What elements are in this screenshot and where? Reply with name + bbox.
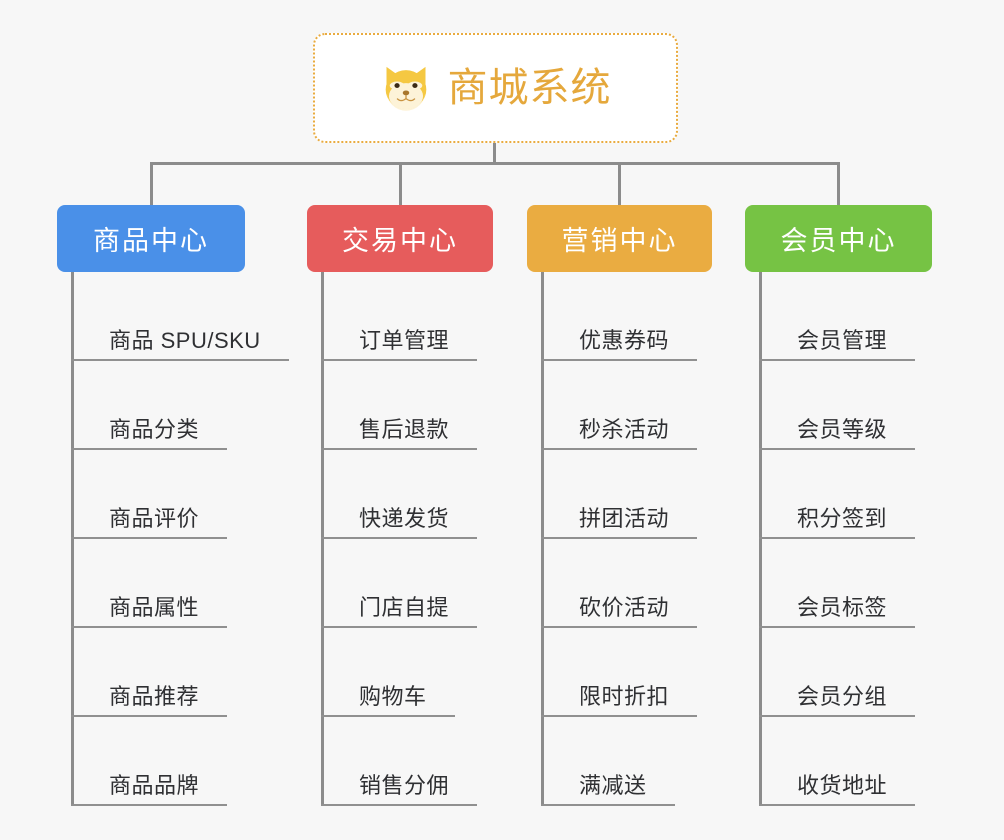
connector-drop-4 <box>837 162 840 206</box>
leaf-item[interactable]: 会员管理 <box>745 272 932 361</box>
leaf-label: 门店自提 <box>359 594 450 620</box>
leaf-underline: 会员管理 <box>759 327 916 361</box>
leaf-spine-3 <box>541 272 544 806</box>
leaf-label: 商品 SPU/SKU <box>109 327 261 353</box>
leaf-label: 销售分佣 <box>359 772 450 798</box>
branch-header-1[interactable]: 商品中心 <box>57 205 245 272</box>
leaf-underline: 积分签到 <box>759 505 916 539</box>
leaf-underline: 商品 SPU/SKU <box>71 327 289 361</box>
leaf-item[interactable]: 商品 SPU/SKU <box>57 272 289 361</box>
leaf-item[interactable]: 商品推荐 <box>57 628 245 717</box>
leaf-item[interactable]: 售后退款 <box>307 361 493 450</box>
leaf-underline: 会员分组 <box>759 683 916 717</box>
connector-trunk <box>493 143 496 165</box>
leaf-list-1: 商品 SPU/SKU 商品分类商品评价商品属性商品推荐商品品牌 <box>57 272 289 806</box>
leaf-underline: 销售分佣 <box>321 772 478 806</box>
leaf-spine-2 <box>321 272 324 806</box>
leaf-underline: 会员标签 <box>759 594 916 628</box>
leaf-item[interactable]: 会员分组 <box>745 628 932 717</box>
branch-header-3[interactable]: 营销中心 <box>527 205 712 272</box>
leaf-item[interactable]: 砍价活动 <box>527 539 712 628</box>
leaf-item[interactable]: 快递发货 <box>307 450 493 539</box>
leaf-label: 商品分类 <box>109 416 200 442</box>
leaf-underline: 门店自提 <box>321 594 478 628</box>
leaf-label: 收货地址 <box>797 772 888 798</box>
leaf-list-3: 优惠券码秒杀活动拼团活动砍价活动限时折扣满减送 <box>527 272 712 806</box>
branch-column-1: 商品中心商品 SPU/SKU 商品分类商品评价商品属性商品推荐商品品牌 <box>57 205 289 806</box>
connector-drop-1 <box>150 162 153 206</box>
leaf-label: 优惠券码 <box>579 327 670 353</box>
leaf-underline: 商品分类 <box>71 416 228 450</box>
leaf-label: 秒杀活动 <box>579 416 670 442</box>
leaf-underline: 秒杀活动 <box>541 416 698 450</box>
leaf-label: 拼团活动 <box>579 505 670 531</box>
leaf-item[interactable]: 秒杀活动 <box>527 361 712 450</box>
leaf-underline: 满减送 <box>541 772 675 806</box>
leaf-item[interactable]: 满减送 <box>527 717 712 806</box>
leaf-underline: 商品推荐 <box>71 683 228 717</box>
connector-drop-3 <box>618 162 621 206</box>
leaf-label: 售后退款 <box>359 416 450 442</box>
leaf-item[interactable]: 门店自提 <box>307 539 493 628</box>
leaf-list-2: 订单管理售后退款快递发货门店自提购物车销售分佣 <box>307 272 493 806</box>
leaf-underline: 商品评价 <box>71 505 228 539</box>
leaf-item[interactable]: 商品品牌 <box>57 717 245 806</box>
leaf-list-4: 会员管理会员等级积分签到会员标签会员分组收货地址 <box>745 272 932 806</box>
leaf-label: 商品属性 <box>109 594 200 620</box>
leaf-label: 会员管理 <box>797 327 888 353</box>
leaf-label: 满减送 <box>579 772 647 798</box>
leaf-underline: 商品属性 <box>71 594 228 628</box>
leaf-item[interactable]: 订单管理 <box>307 272 493 361</box>
leaf-label: 积分签到 <box>797 505 888 531</box>
leaf-label: 商品品牌 <box>109 772 200 798</box>
leaf-label: 砍价活动 <box>579 594 670 620</box>
leaf-underline: 砍价活动 <box>541 594 698 628</box>
branch-column-2: 交易中心订单管理售后退款快递发货门店自提购物车销售分佣 <box>307 205 493 806</box>
leaf-item[interactable]: 购物车 <box>307 628 493 717</box>
leaf-item[interactable]: 商品分类 <box>57 361 245 450</box>
leaf-label: 限时折扣 <box>579 683 670 709</box>
leaf-underline: 售后退款 <box>321 416 478 450</box>
branch-header-2[interactable]: 交易中心 <box>307 205 493 272</box>
dog-face-icon <box>385 66 426 111</box>
leaf-underline: 购物车 <box>321 683 455 717</box>
leaf-underline: 订单管理 <box>321 327 478 361</box>
leaf-underline: 会员等级 <box>759 416 916 450</box>
leaf-item[interactable]: 优惠券码 <box>527 272 712 361</box>
leaf-label: 会员标签 <box>797 594 888 620</box>
leaf-item[interactable]: 商品属性 <box>57 539 245 628</box>
leaf-item[interactable]: 商品评价 <box>57 450 245 539</box>
branch-column-3: 营销中心优惠券码秒杀活动拼团活动砍价活动限时折扣满减送 <box>527 205 712 806</box>
leaf-label: 订单管理 <box>359 327 450 353</box>
leaf-label: 会员等级 <box>797 416 888 442</box>
branch-header-4[interactable]: 会员中心 <box>745 205 932 272</box>
leaf-label: 商品推荐 <box>109 683 200 709</box>
leaf-underline: 限时折扣 <box>541 683 698 717</box>
root-title: 商城系统 <box>447 66 612 110</box>
leaf-item[interactable]: 收货地址 <box>745 717 932 806</box>
leaf-underline: 收货地址 <box>759 772 916 806</box>
leaf-item[interactable]: 积分签到 <box>745 450 932 539</box>
leaf-item[interactable]: 拼团活动 <box>527 450 712 539</box>
leaf-label: 商品评价 <box>109 505 200 531</box>
leaf-item[interactable]: 会员标签 <box>745 539 932 628</box>
leaf-spine-1 <box>71 272 74 806</box>
leaf-label: 会员分组 <box>797 683 888 709</box>
leaf-label: 购物车 <box>359 683 427 709</box>
leaf-underline: 快递发货 <box>321 505 478 539</box>
connector-drop-2 <box>399 162 402 206</box>
leaf-label: 快递发货 <box>359 505 450 531</box>
leaf-underline: 商品品牌 <box>71 772 228 806</box>
root-node[interactable]: 商城系统 <box>313 33 678 143</box>
leaf-spine-4 <box>759 272 762 806</box>
connector-bus <box>150 162 840 165</box>
leaf-underline: 优惠券码 <box>541 327 698 361</box>
leaf-item[interactable]: 会员等级 <box>745 361 932 450</box>
leaf-item[interactable]: 销售分佣 <box>307 717 493 806</box>
leaf-item[interactable]: 限时折扣 <box>527 628 712 717</box>
branch-column-4: 会员中心会员管理会员等级积分签到会员标签会员分组收货地址 <box>745 205 932 806</box>
leaf-underline: 拼团活动 <box>541 505 698 539</box>
